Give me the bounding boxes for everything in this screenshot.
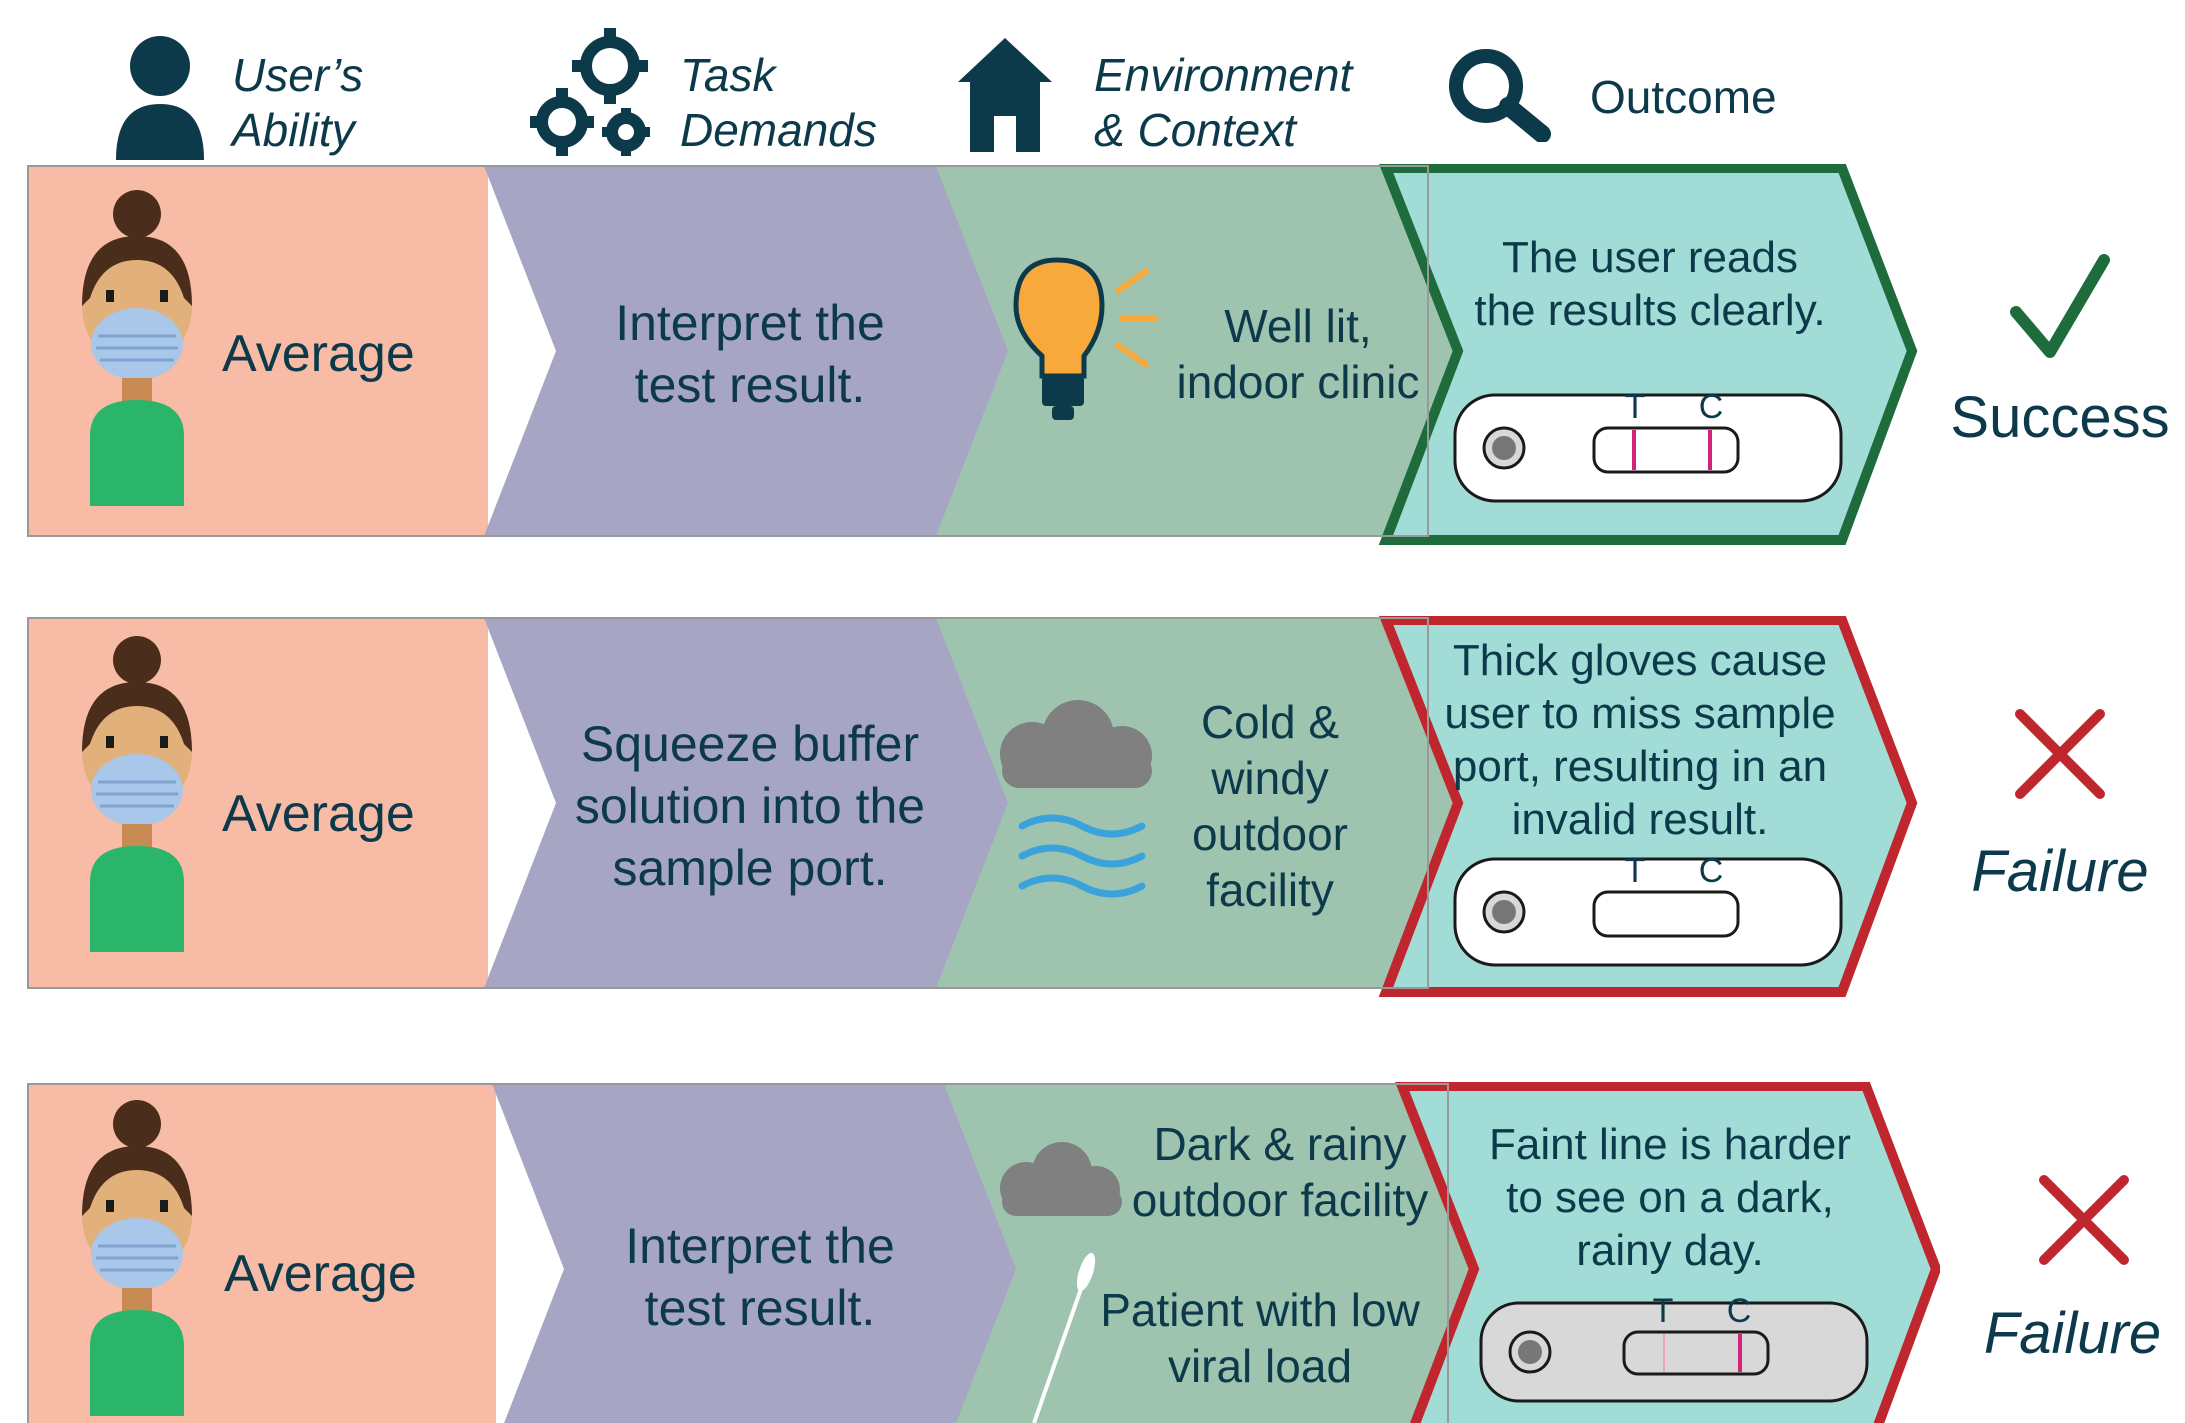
control-line-label: C [1698, 388, 1724, 426]
magnifier-icon [1449, 49, 1551, 142]
cross-icon [2015, 709, 2105, 799]
person-avatar [82, 1100, 192, 1416]
test-line-label: T [1624, 388, 1646, 426]
verdict-label: Failure [1971, 839, 2149, 904]
person-avatar [82, 190, 192, 506]
test-line-label: T [1624, 852, 1646, 890]
person-avatar [82, 636, 192, 952]
test-line-label: T [1652, 1292, 1674, 1330]
cloud-wind-icon [1000, 700, 1152, 898]
control-line-label: C [1698, 852, 1724, 890]
header-environment-label: Environment & Context [1094, 49, 1353, 156]
ability-level: Average [222, 325, 415, 383]
house-icon [958, 38, 1052, 152]
control-line-label: C [1726, 1292, 1752, 1330]
ability-level: Average [222, 785, 415, 843]
verdict-label: Success [1950, 385, 2170, 450]
verdict-label: Failure [1983, 1301, 2162, 1366]
checkmark-icon [2010, 254, 2110, 358]
header-ability-label: User’s Ability [232, 49, 364, 156]
ability-level: Average [224, 1245, 417, 1303]
test-strip [1453, 857, 1843, 967]
lightbulb-icon [1013, 257, 1158, 420]
cloud-swab-icon [1000, 1142, 1122, 1423]
person-icon [116, 36, 204, 160]
gears-icon [530, 28, 650, 156]
cross-icon [2039, 1175, 2129, 1265]
test-strip [1479, 1301, 1869, 1403]
test-strip [1453, 393, 1843, 503]
header-task-label: Task Demands [680, 49, 877, 156]
header-outcome-label: Outcome [1590, 71, 1777, 123]
environment-context: Well lit,indoor clinic [1176, 300, 1420, 408]
